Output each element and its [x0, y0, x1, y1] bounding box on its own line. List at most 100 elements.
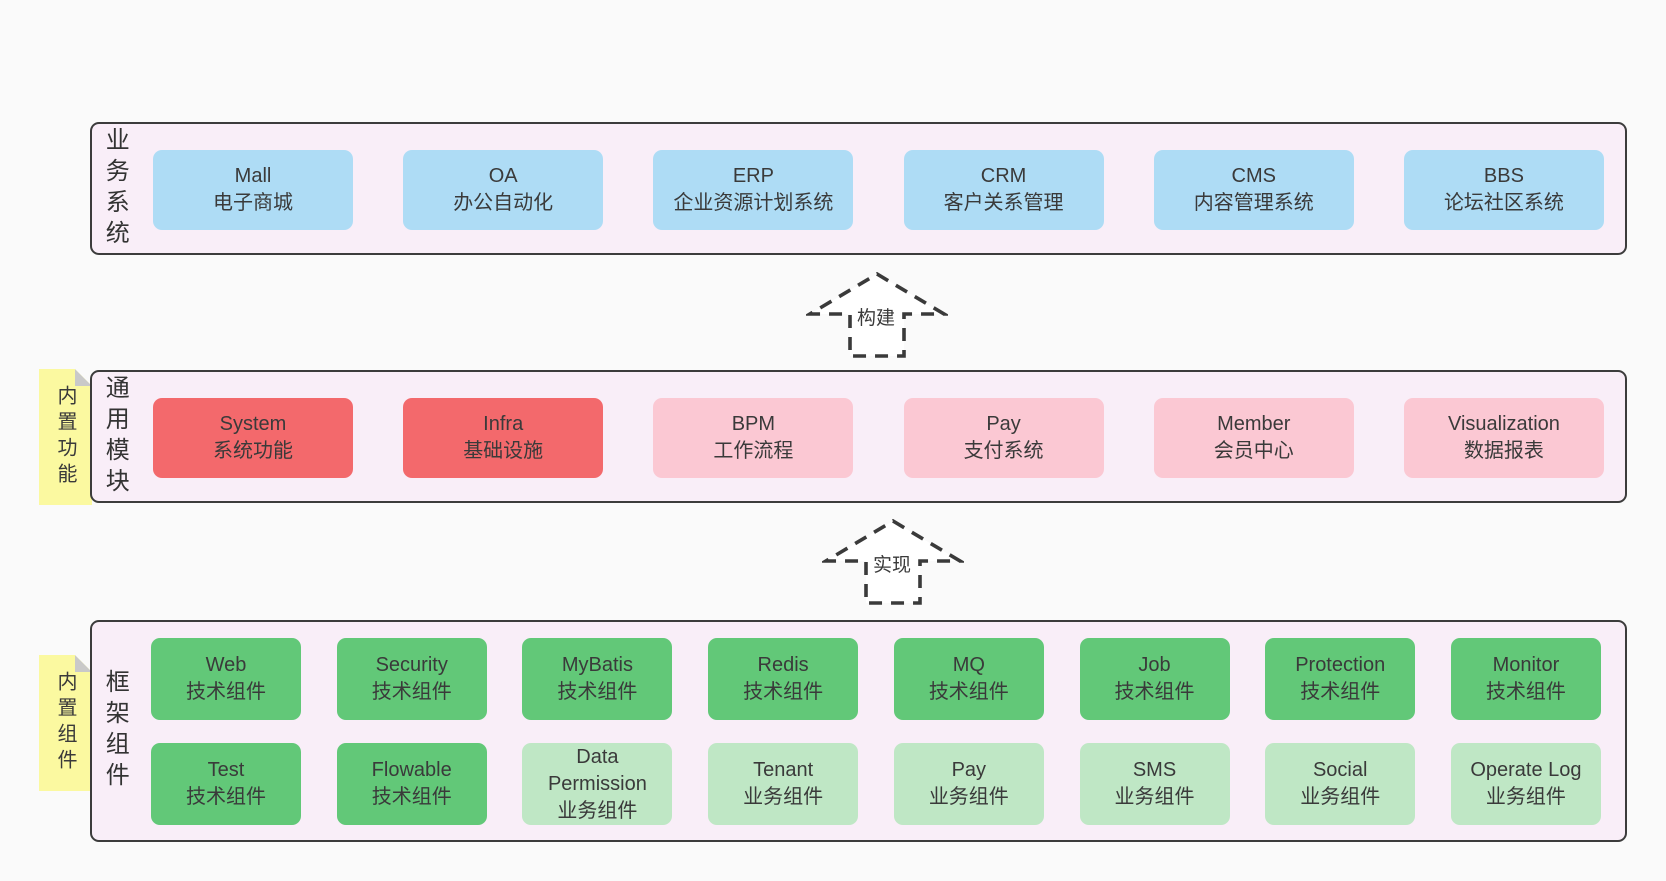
- build-arrow-up-icon: 构建: [806, 271, 948, 358]
- box-job: Job 技术组件: [1079, 638, 1230, 720]
- box-subtitle: 电子商城: [213, 192, 293, 214]
- box-title: Monitor: [1492, 654, 1560, 676]
- arrow-label-bg: [854, 304, 898, 330]
- sticky-note-builtin-features: 内置功能: [39, 369, 92, 505]
- box-visualization: Visualization 数据报表: [1403, 398, 1604, 478]
- box-subtitle: 业务组件: [928, 786, 1009, 808]
- box-subtitle: 业务组件: [1300, 786, 1381, 808]
- box-title: System: [219, 413, 287, 435]
- box-title: Web: [205, 654, 247, 676]
- sticky-note-builtin-components: 内置组件: [39, 655, 92, 791]
- box-title: Job: [1138, 654, 1171, 676]
- box-title: MyBatis: [561, 654, 633, 676]
- box-title: Pay: [951, 759, 987, 781]
- box-title: Data Permission: [547, 745, 647, 795]
- panel-business-systems: 业务系统 Mall 电子商城 OA 办公自动化 ERP 企业资源计划系统 CRM…: [90, 122, 1627, 255]
- box-subtitle: 办公自动化: [453, 192, 554, 214]
- box-title: Test: [207, 759, 245, 781]
- box-subtitle: 业务组件: [557, 799, 638, 822]
- box-title: OA: [488, 165, 518, 187]
- box-subtitle: 技术组件: [1300, 681, 1381, 703]
- panel-common-modules: 通用模块 System 系统功能 Infra 基础设施 BPM 工作流程 Pay…: [90, 370, 1627, 503]
- box-title: Tenant: [753, 759, 814, 781]
- arrow-label: 实现: [873, 554, 911, 576]
- box-subtitle: 论坛社区系统: [1443, 192, 1564, 214]
- box-subtitle: 业务组件: [1114, 786, 1195, 808]
- box-tenant: Tenant 业务组件: [708, 743, 859, 825]
- box-mall: Mall 电子商城: [153, 150, 353, 230]
- box-subtitle: 内容管理系统: [1193, 192, 1314, 214]
- box-operate-log: Operate Log 业务组件: [1450, 743, 1601, 825]
- box-data-permission: Data Permission 业务组件: [522, 743, 673, 825]
- box-sms: SMS 业务组件: [1079, 743, 1230, 825]
- box-title: Visualization: [1447, 413, 1560, 435]
- box-test: Test 技术组件: [151, 743, 301, 825]
- box-subtitle: 技术组件: [1485, 681, 1566, 703]
- box-mq: MQ 技术组件: [893, 638, 1044, 720]
- box-title: CRM: [980, 165, 1027, 187]
- box-title: MQ: [952, 654, 985, 676]
- box-bpm: BPM 工作流程: [653, 398, 854, 478]
- implement-arrow-up-icon: 实现: [822, 518, 964, 605]
- box-infra: Infra 基础设施: [403, 398, 604, 478]
- box-title: Mall: [234, 165, 272, 187]
- arrow-label-bg: [870, 551, 914, 577]
- box-pay-component: Pay 业务组件: [893, 743, 1044, 825]
- box-oa: OA 办公自动化: [403, 150, 604, 230]
- box-title: Pay: [986, 413, 1021, 435]
- box-subtitle: 技术组件: [743, 681, 824, 703]
- box-subtitle: 工作流程: [713, 440, 794, 462]
- box-subtitle: 技术组件: [371, 681, 452, 703]
- box-subtitle: 会员中心: [1213, 440, 1294, 462]
- box-title: BBS: [1483, 165, 1524, 187]
- box-title: ERP: [732, 165, 774, 187]
- box-title: Infra: [483, 413, 524, 435]
- box-title: Operate Log: [1470, 759, 1582, 781]
- box-security: Security 技术组件: [336, 638, 487, 720]
- box-subtitle: 技术组件: [186, 681, 266, 703]
- box-mybatis: MyBatis 技术组件: [522, 638, 673, 720]
- box-subtitle: 技术组件: [371, 786, 452, 808]
- box-protection: Protection 技术组件: [1265, 638, 1416, 720]
- box-subtitle: 基础设施: [463, 440, 544, 462]
- sticky-note-label: 内置功能: [54, 385, 76, 489]
- box-web: Web 技术组件: [151, 638, 301, 720]
- panel-framework-components: 框架组件 Web 技术组件 Security 技术组件 MyBatis 技术组件…: [90, 620, 1627, 842]
- box-member: Member 会员中心: [1153, 398, 1354, 478]
- box-subtitle: 技术组件: [186, 786, 266, 808]
- box-pay-system: Pay 支付系统: [903, 398, 1104, 478]
- box-subtitle: 技术组件: [928, 681, 1009, 703]
- box-cms: CMS 内容管理系统: [1153, 150, 1354, 230]
- box-redis: Redis 技术组件: [708, 638, 859, 720]
- panel-label-business-systems: 业务系统: [101, 126, 129, 251]
- box-title: Flowable: [371, 759, 452, 781]
- panel-label-framework-components: 框架组件: [101, 669, 129, 793]
- panel-label-common-modules: 通用模块: [101, 374, 129, 499]
- box-title: Social: [1312, 759, 1368, 781]
- box-title: Member: [1217, 413, 1291, 435]
- box-subtitle: 技术组件: [557, 681, 638, 703]
- sticky-note-label: 内置组件: [54, 671, 76, 775]
- box-subtitle: 业务组件: [1485, 786, 1566, 808]
- box-crm: CRM 客户关系管理: [903, 150, 1104, 230]
- box-subtitle: 企业资源计划系统: [673, 192, 834, 214]
- box-subtitle: 客户关系管理: [943, 192, 1064, 214]
- box-erp: ERP 企业资源计划系统: [653, 150, 854, 230]
- box-title: Protection: [1295, 654, 1386, 676]
- box-system: System 系统功能: [153, 398, 353, 478]
- box-subtitle: 技术组件: [1114, 681, 1195, 703]
- box-title: Redis: [757, 654, 809, 676]
- box-bbs: BBS 论坛社区系统: [1403, 150, 1604, 230]
- arrow-label: 构建: [857, 307, 895, 329]
- box-subtitle: 业务组件: [743, 786, 824, 808]
- box-title: CMS: [1231, 165, 1276, 187]
- box-subtitle: 数据报表: [1463, 440, 1544, 462]
- box-monitor: Monitor 技术组件: [1450, 638, 1601, 720]
- box-title: SMS: [1132, 759, 1177, 781]
- box-title: Security: [375, 654, 448, 676]
- box-subtitle: 支付系统: [963, 440, 1044, 462]
- box-title: BPM: [731, 413, 776, 435]
- box-subtitle: 系统功能: [213, 440, 293, 462]
- box-social: Social 业务组件: [1265, 743, 1416, 825]
